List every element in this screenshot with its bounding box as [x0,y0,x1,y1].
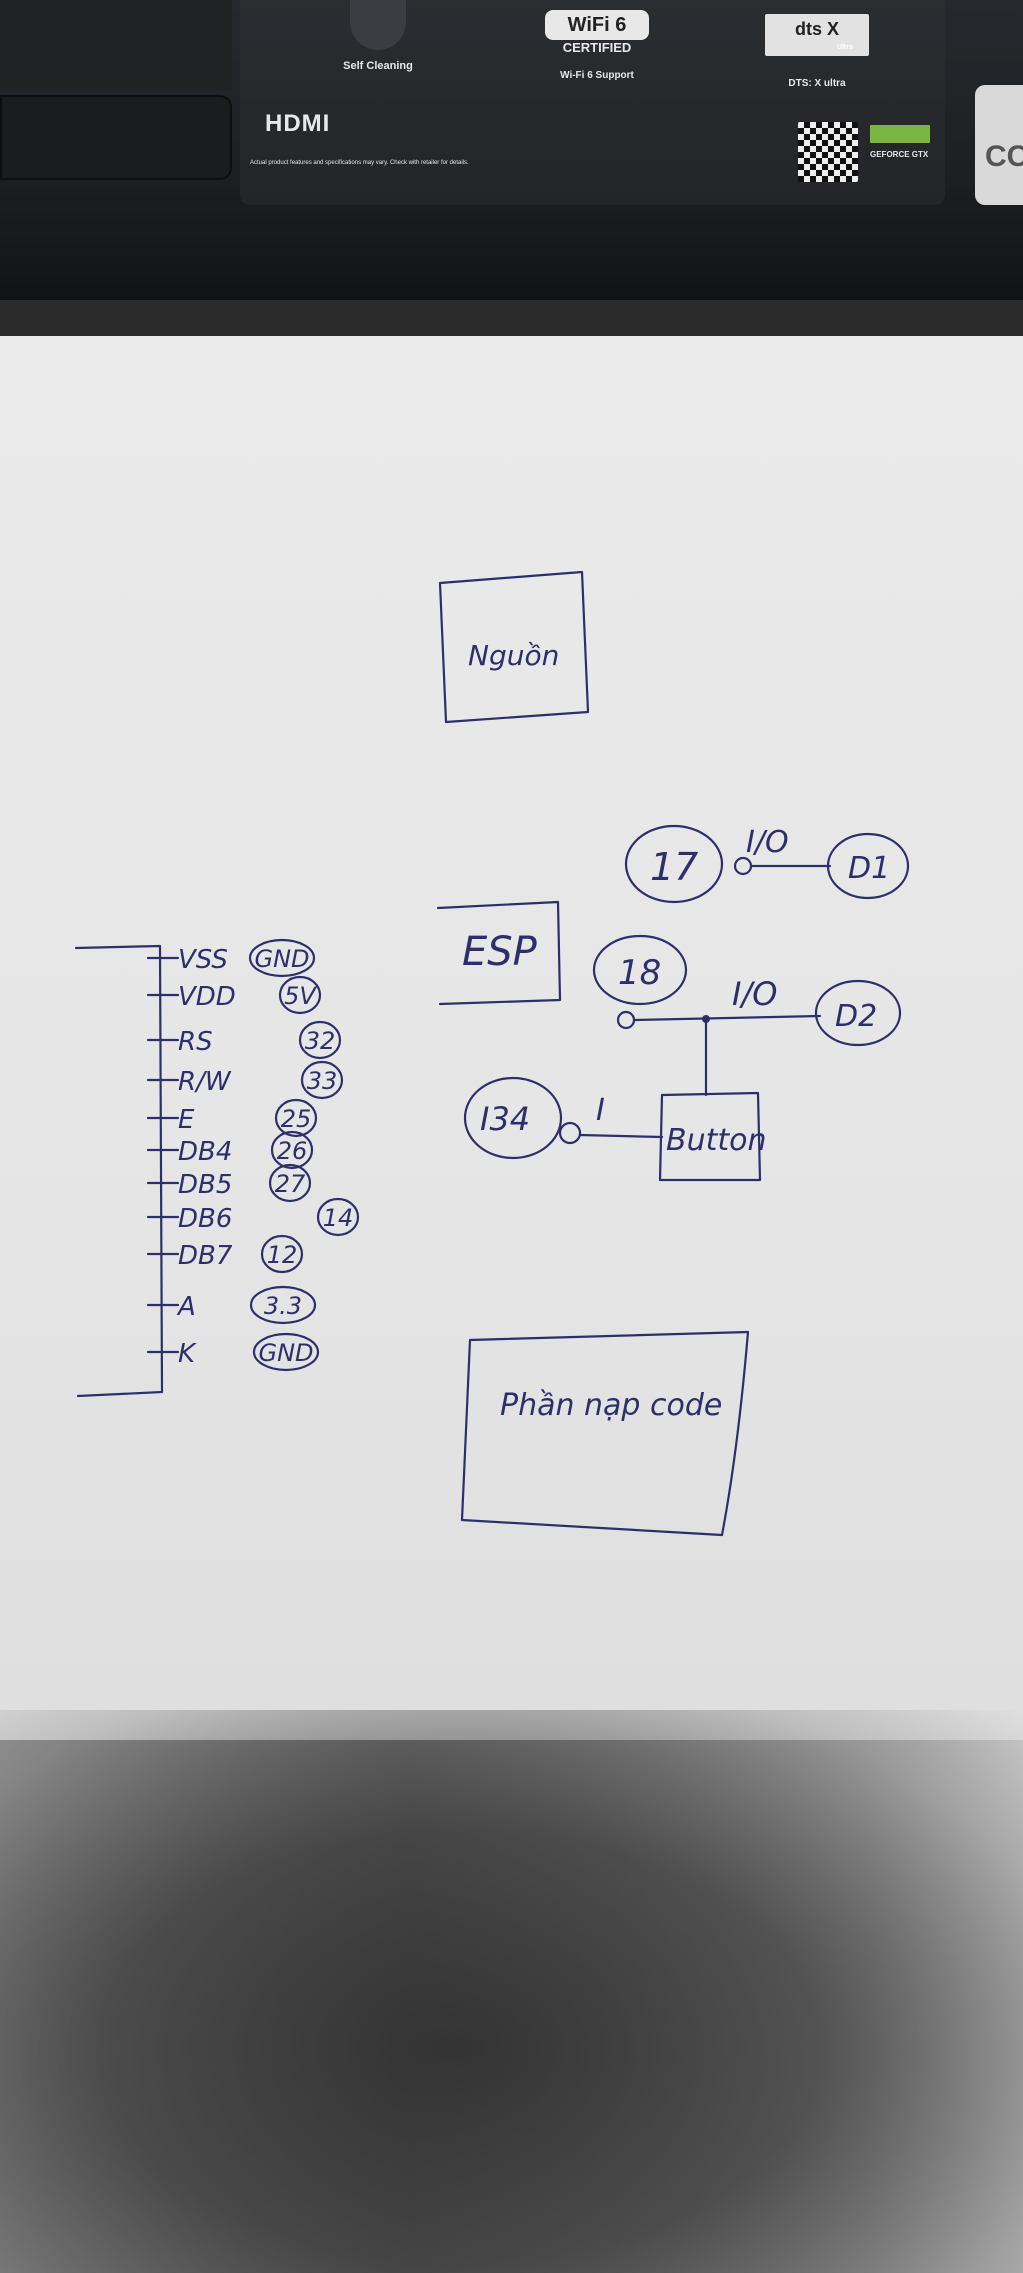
lcd-pin-value: 5V [284,982,317,1010]
io1-label: I/O [746,825,789,860]
dts-ultra: Ultra [837,44,853,51]
lcd-pin-value: 3.3 [264,1292,302,1320]
fan-icon [350,0,406,50]
esp-label: ESP [462,929,538,975]
lcd-body [74,944,164,1398]
power-box [438,570,590,724]
laptop-key-area [0,0,232,90]
laptop-deck: Self Cleaning WiFi 6 CERTIFIED Wi-Fi 6 S… [0,0,1023,300]
lcd-pin-circle [270,1130,314,1170]
pin18-wire [632,1014,822,1022]
qr-code [798,122,858,182]
pin34-wire [578,1133,664,1139]
lcd-pin-circle [248,938,316,978]
pin17-circle [624,824,724,904]
wifi-logo: WiFi 6 [545,10,649,40]
lcd-pin-name: E [178,1105,195,1135]
lcd-pin-circle [274,1098,318,1138]
edge-fragment: CC [985,140,1023,173]
lcd-pin-value: GND [258,1339,313,1367]
pin34-circle [463,1076,563,1160]
wifi-certified: CERTIFIED [562,40,632,55]
lcd-pin-circle [278,975,322,1015]
lcd-pin-name: DB5 [178,1170,232,1200]
laptop-key [0,95,232,180]
disclaimer-text: Actual product features and specificatio… [250,160,469,166]
lcd-pin-name: R/W [178,1067,232,1097]
pin17-label: 17 [650,845,698,889]
lcd-pin-value: 12 [267,1241,298,1269]
lcd-pin-value: 32 [305,1027,336,1055]
lcd-pin-value: GND [254,945,309,973]
lcd-pin-name: RS [178,1027,213,1057]
wifi-support: Wi-Fi 6 Support [560,70,634,81]
pin34-label: I34 [480,1100,530,1138]
pin18-label: 18 [618,953,661,993]
dts-caption: DTS: X ultra [788,78,846,89]
lcd-pin-value: 27 [275,1170,306,1198]
hdmi-logo: HDMI [265,110,331,137]
lcd-pin-value: 25 [281,1105,312,1133]
esp-box [436,900,562,1006]
laptop-sticker: Self Cleaning WiFi 6 CERTIFIED Wi-Fi 6 S… [240,0,945,205]
power-label: Nguồn [468,639,559,672]
lcd-pin-circle [316,1197,360,1237]
nvidia-logo [870,125,930,143]
lcd-pin-circle [298,1020,342,1060]
lcd-pin-circle [249,1285,317,1325]
lcd-pin-value: 26 [277,1137,308,1165]
lcd-pin-name: DB4 [178,1137,232,1167]
pin17-node [733,856,753,876]
d1-circle [826,832,910,900]
pin18-node [616,1010,636,1030]
button-box [658,1091,762,1182]
d2-circle [814,979,902,1047]
lcd-pin-value: 14 [323,1204,354,1232]
d1-label: D1 [848,851,890,886]
d2-label: D2 [835,999,877,1034]
code-label: Phần nạp code [500,1388,722,1423]
lcd-pin-name: VSS [178,945,228,975]
lcd-pin-value: 33 [307,1067,338,1095]
geforce-label: GEFORCE GTX [870,150,929,159]
io2-label: I/O [732,975,777,1013]
lcd-pin-name: DB6 [178,1204,232,1234]
code-box [460,1330,750,1537]
input-label: I [596,1093,605,1128]
lcd-pin-name: VDD [178,982,236,1012]
lcd-pin-circle [268,1163,312,1203]
self-cleaning-label: Self Cleaning [343,60,413,72]
lcd-pin-name: DB7 [178,1241,233,1271]
dts-logo: dts X [765,14,869,56]
lcd-pin-circle [300,1060,344,1100]
pin34-node [558,1121,582,1145]
pin18-circle [592,934,688,1006]
lcd-pin-name: K [178,1339,197,1369]
lcd-pin-name: A [176,1292,196,1322]
lcd-pin-circle [252,1332,320,1372]
sticker-edge: CC [975,85,1023,205]
button-label: Button [666,1123,767,1158]
hand-shadow [0,1710,1023,2273]
lcd-pin-circle [260,1234,304,1274]
